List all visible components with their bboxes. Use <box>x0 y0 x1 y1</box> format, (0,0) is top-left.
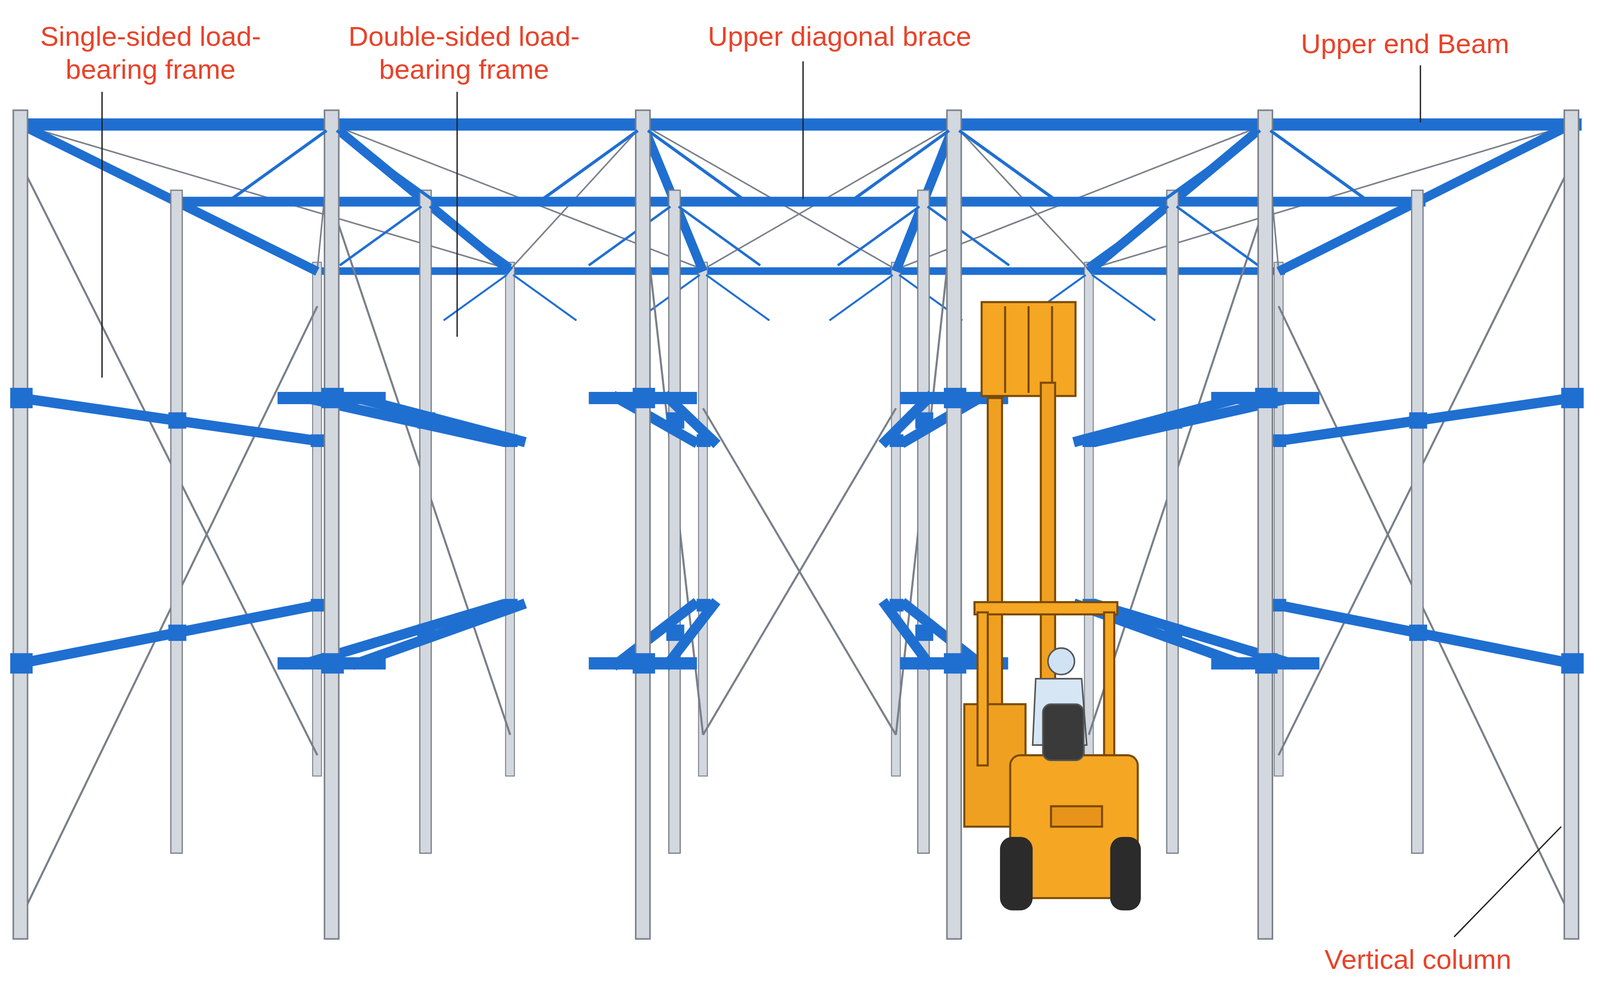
part-label: Upper diagonal brace <box>707 19 972 53</box>
part-label: Double-sided load-bearing frame <box>316 19 612 86</box>
part-label: Single-sided load-bearing frame <box>2 19 299 86</box>
part-label: Upper end Beam <box>1300 27 1509 61</box>
part-label: Vertical column <box>1324 942 1512 976</box>
